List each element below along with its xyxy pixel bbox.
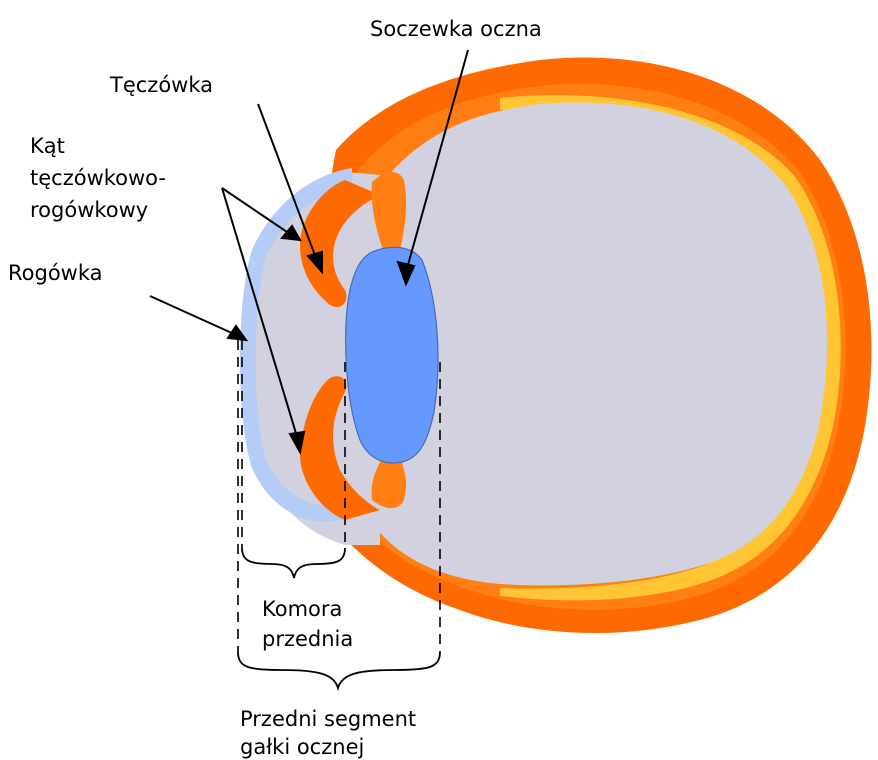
- label-soczewka-oczna: Soczewka oczna: [370, 16, 542, 42]
- label-komora-line1: Komora: [262, 596, 342, 622]
- brace-segment: [238, 652, 440, 688]
- label-segment-line1: Przedni segment: [240, 706, 416, 732]
- label-rogowka: Rogówka: [8, 260, 103, 286]
- lens: [346, 247, 438, 463]
- label-teczowka: Tęczówka: [110, 72, 213, 98]
- brace-komora: [242, 548, 345, 578]
- label-kat-line3: rogówkowy: [30, 197, 148, 223]
- label-kat-line2: tęczówkowo-: [30, 165, 166, 191]
- label-komora-line2: przednia: [262, 626, 353, 652]
- label-kat-line1: Kąt: [30, 133, 65, 159]
- label-segment-line2: gałki ocznej: [240, 734, 364, 760]
- pointer-rogowka: [150, 296, 234, 334]
